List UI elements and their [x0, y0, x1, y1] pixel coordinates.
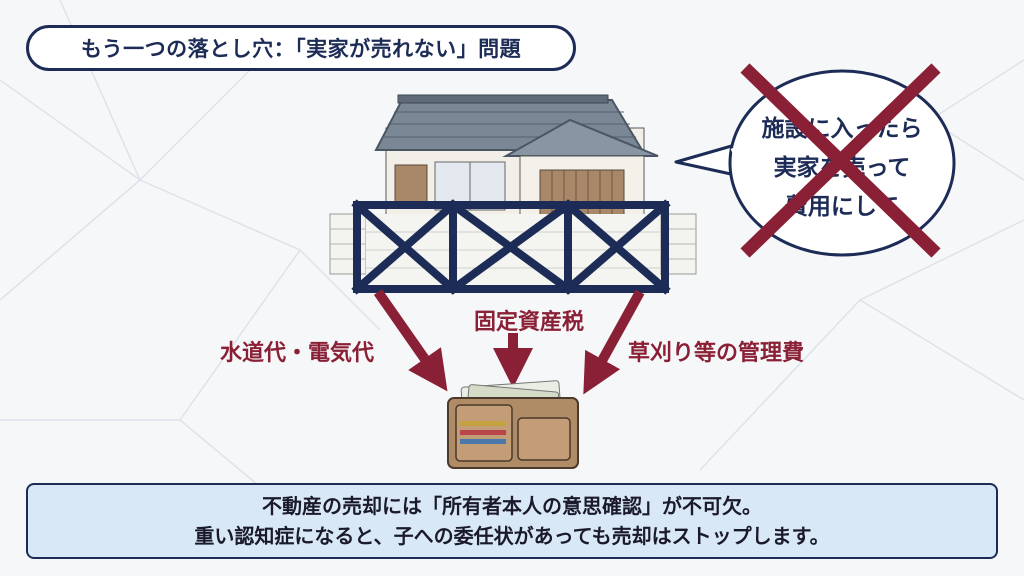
speech-line: 実家を売って: [773, 155, 911, 181]
cost-label-utilities: 水道代・電気代: [220, 341, 375, 366]
info-line: 重い認知症になると、子への委任状があっても売却はストップします。: [194, 524, 830, 548]
house-icon: [374, 94, 659, 231]
speech-bubble-text: 施設に入ったら 実家を売って 費用にして: [742, 110, 942, 227]
arrow-down-icon: [583, 289, 645, 395]
speech-line: 費用にして: [784, 194, 900, 220]
cost-label-property-tax: 固定資産税: [474, 310, 585, 335]
info-box: 不動産の売却には「所有者本人の意思確認」が不可欠。 重い認知症になると、子への委…: [26, 483, 998, 559]
arrow-down-icon: [373, 289, 448, 392]
cost-label-maintenance: 草刈り等の管理費: [628, 341, 805, 366]
info-line: 不動産の売却には「所有者本人の意思確認」が不可欠。: [262, 494, 762, 518]
speech-line: 施設に入ったら: [761, 116, 923, 142]
wallet-icon: [447, 380, 579, 469]
locked-fence-icon: [351, 199, 671, 295]
page-title: もう一つの落とし穴：「実家が売れない」問題: [26, 25, 576, 71]
